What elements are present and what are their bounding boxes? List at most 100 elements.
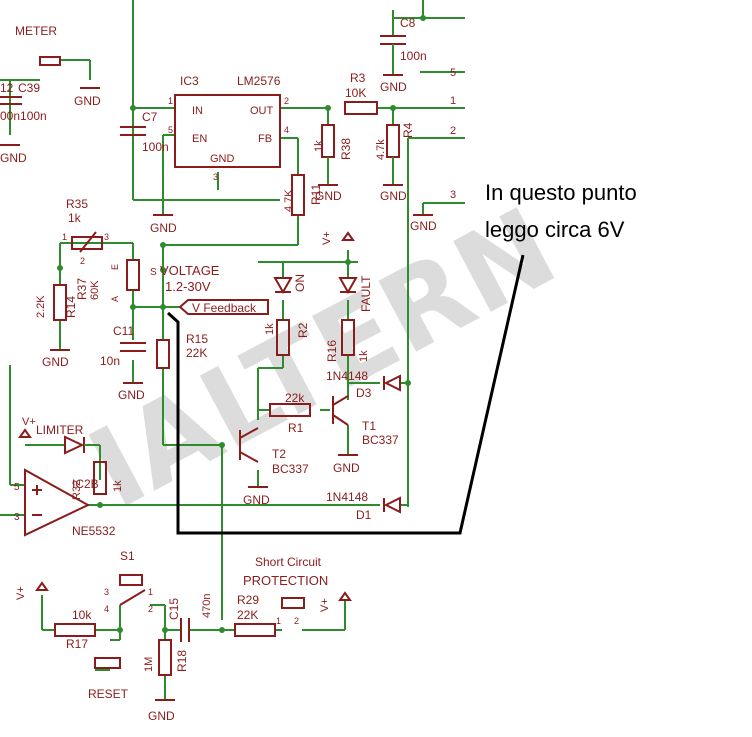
- svg-text:2: 2: [148, 604, 153, 614]
- svg-text:1M: 1M: [143, 657, 155, 672]
- svg-text:S1: S1: [120, 549, 135, 563]
- svg-text:PROTECTION: PROTECTION: [243, 573, 328, 588]
- svg-text:1: 1: [62, 232, 67, 242]
- svg-text:V+: V+: [22, 416, 36, 428]
- svg-text:T2: T2: [272, 447, 286, 461]
- svg-text:1k: 1k: [68, 211, 82, 225]
- svg-text:10k: 10k: [72, 608, 92, 622]
- svg-text:R37: R37: [75, 278, 89, 300]
- svg-text:12: 12: [0, 81, 14, 95]
- svg-text:ON: ON: [293, 274, 307, 292]
- svg-text:4.7k: 4.7k: [375, 139, 387, 160]
- svg-text:R18: R18: [175, 650, 189, 672]
- svg-text:GND: GND: [74, 94, 101, 108]
- svg-text:Short Circuit: Short Circuit: [255, 555, 322, 569]
- svg-text:00n100n: 00n100n: [0, 109, 47, 123]
- svg-text:4: 4: [104, 604, 109, 614]
- svg-text:C15: C15: [167, 598, 181, 620]
- svg-text:60K: 60K: [89, 280, 101, 300]
- svg-text:C11: C11: [113, 324, 134, 338]
- svg-text:D1: D1: [356, 508, 372, 522]
- v-feedback-label: V Feedback: [192, 301, 257, 315]
- svg-text:R4: R4: [401, 122, 415, 138]
- svg-text:3: 3: [14, 512, 20, 523]
- svg-text:3: 3: [104, 232, 109, 242]
- svg-text:R3: R3: [350, 71, 366, 85]
- svg-text:1: 1: [168, 96, 173, 106]
- svg-text:R32: R32: [71, 480, 83, 500]
- svg-text:2: 2: [450, 125, 456, 137]
- svg-text:1k: 1k: [264, 323, 276, 335]
- svg-text:R1: R1: [288, 421, 304, 435]
- svg-text:4.7K: 4.7K: [283, 189, 295, 212]
- svg-text:FB: FB: [258, 133, 272, 145]
- svg-text:22k: 22k: [285, 391, 305, 405]
- svg-text:C7: C7: [142, 110, 158, 124]
- svg-text:4: 4: [284, 125, 289, 135]
- svg-text:LIMITER: LIMITER: [36, 423, 84, 437]
- svg-text:1: 1: [450, 95, 456, 107]
- svg-text:R17: R17: [66, 637, 88, 651]
- svg-text:1k: 1k: [112, 480, 124, 492]
- grounds: GND GND GND GND GND GND GND GND GND GND …: [0, 74, 437, 723]
- svg-text:R35: R35: [66, 197, 88, 211]
- svg-text:100n: 100n: [400, 49, 427, 63]
- svg-text:1k: 1k: [313, 140, 325, 152]
- ic3-label: IC3: [180, 74, 199, 88]
- svg-text:BC337: BC337: [362, 433, 399, 447]
- svg-text:T1: T1: [362, 419, 376, 433]
- svg-text:R38: R38: [339, 138, 353, 160]
- svg-text:GND: GND: [42, 355, 69, 369]
- annotation-callout: In questo punto leggo circa 6V: [166, 180, 637, 535]
- svg-text:D3: D3: [356, 386, 372, 400]
- svg-text:A: A: [110, 296, 120, 302]
- svg-text:GND: GND: [243, 493, 270, 507]
- callout-line: [166, 254, 525, 535]
- svg-text:10K: 10K: [345, 86, 366, 100]
- svg-text:3: 3: [213, 172, 218, 182]
- svg-text:5: 5: [450, 67, 456, 79]
- svg-text:GND: GND: [150, 221, 177, 235]
- svg-text:C39: C39: [18, 81, 40, 95]
- junctions: [57, 15, 426, 633]
- svg-text:5: 5: [168, 125, 173, 135]
- svg-text:R14: R14: [64, 296, 78, 318]
- svg-text:V+: V+: [15, 586, 27, 600]
- svg-text:EN: EN: [192, 133, 207, 145]
- svg-text:GND: GND: [333, 461, 360, 475]
- svg-text:R15: R15: [186, 332, 208, 346]
- svg-text:GND: GND: [380, 80, 407, 94]
- svg-text:R2: R2: [296, 322, 310, 338]
- svg-text:OUT: OUT: [250, 105, 274, 117]
- components: IC3 LM2576 IN OUT EN FB GND 1 5 2 4 3 C7…: [0, 16, 456, 701]
- svg-text:1N4148: 1N4148: [326, 490, 368, 504]
- svg-text:METER: METER: [15, 24, 57, 38]
- svg-text:VOLTAGE: VOLTAGE: [160, 263, 220, 278]
- svg-text:GND: GND: [0, 151, 27, 165]
- svg-text:R29: R29: [237, 593, 259, 607]
- svg-text:2.2K: 2.2K: [35, 295, 47, 318]
- svg-text:C8: C8: [400, 16, 416, 30]
- svg-text:FAULT: FAULT: [359, 275, 373, 312]
- svg-text:IN: IN: [192, 105, 203, 117]
- svg-text:GND: GND: [410, 219, 437, 233]
- svg-text:1: 1: [276, 616, 281, 626]
- svg-text:V+: V+: [319, 598, 331, 612]
- svg-text:2: 2: [284, 96, 289, 106]
- annotation-line-2: leggo circa 6V: [485, 217, 625, 242]
- svg-text:NE5532: NE5532: [72, 524, 116, 538]
- svg-text:V+: V+: [321, 231, 333, 245]
- svg-text:22K: 22K: [186, 346, 207, 360]
- svg-text:1k: 1k: [358, 350, 370, 362]
- svg-text:22K: 22K: [237, 608, 258, 622]
- svg-text:100n: 100n: [142, 140, 169, 154]
- svg-text:1N4148: 1N4148: [326, 369, 368, 383]
- svg-text:RESET: RESET: [88, 687, 129, 701]
- svg-text:R11: R11: [309, 184, 323, 205]
- svg-text:GND: GND: [315, 189, 342, 203]
- svg-text:GND: GND: [210, 153, 235, 165]
- svg-text:GND: GND: [148, 709, 175, 723]
- svg-text:3: 3: [450, 189, 456, 201]
